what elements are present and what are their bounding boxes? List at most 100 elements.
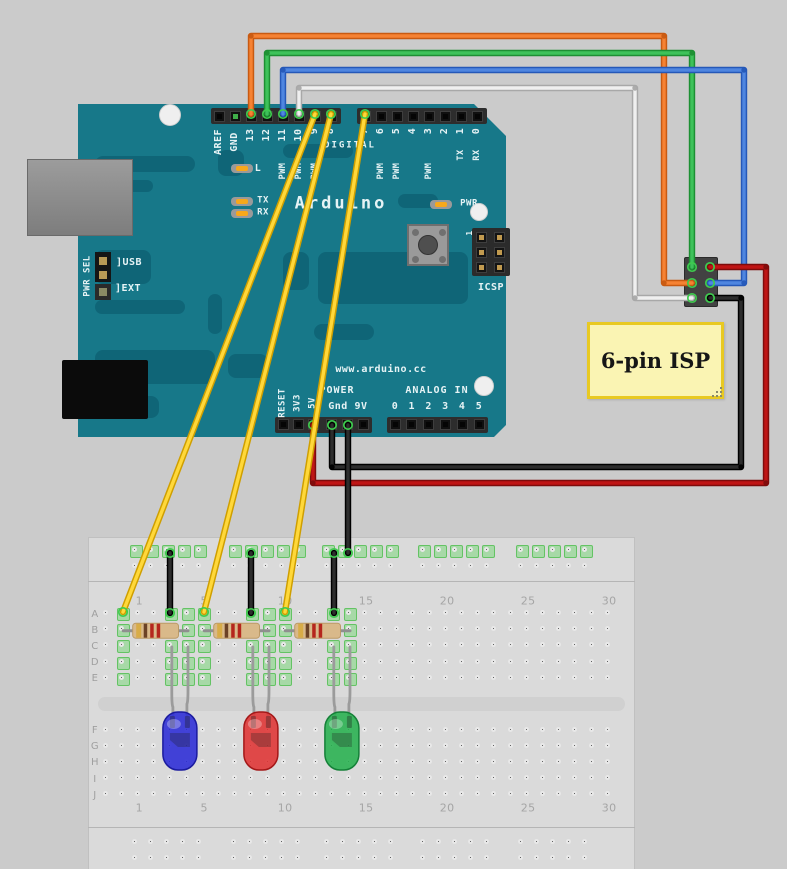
breadboard-hole[interactable] <box>264 626 270 632</box>
breadboard-hole[interactable] <box>313 758 319 764</box>
rail-hole[interactable] <box>468 563 474 568</box>
breadboard-hole[interactable] <box>572 626 578 632</box>
rail-hole[interactable] <box>230 563 236 568</box>
breadboard-hole[interactable] <box>248 726 254 732</box>
breadboard-hole[interactable] <box>296 726 302 732</box>
breadboard-hole[interactable] <box>572 758 578 764</box>
breadboard-hole[interactable] <box>491 791 497 797</box>
breadboard-hole[interactable] <box>296 758 302 764</box>
breadboard-hole[interactable] <box>183 642 189 648</box>
breadboard-hole[interactable] <box>491 775 497 781</box>
breadboard-hole[interactable] <box>264 791 270 797</box>
rail-hole[interactable] <box>163 839 169 844</box>
breadboard-hole[interactable] <box>215 674 221 680</box>
rail-hole[interactable] <box>533 547 539 552</box>
icsp-pin[interactable] <box>493 246 505 258</box>
rail-hole[interactable] <box>533 839 539 844</box>
breadboard-hole[interactable] <box>539 742 545 748</box>
breadboard-hole[interactable] <box>102 626 108 632</box>
header-pin[interactable] <box>439 419 451 430</box>
breadboard-hole[interactable] <box>588 626 594 632</box>
isp-pin[interactable] <box>707 280 715 288</box>
breadboard-hole[interactable] <box>215 791 221 797</box>
header-pin[interactable] <box>341 419 353 430</box>
breadboard-hole[interactable] <box>491 642 497 648</box>
breadboard-hole[interactable] <box>523 775 529 781</box>
breadboard-hole[interactable] <box>167 791 173 797</box>
breadboard-hole[interactable] <box>199 658 205 664</box>
rail-hole[interactable] <box>419 855 425 860</box>
breadboard-hole[interactable] <box>377 742 383 748</box>
rail-hole[interactable] <box>246 839 252 844</box>
breadboard-hole[interactable] <box>458 674 464 680</box>
breadboard-hole[interactable] <box>280 742 286 748</box>
rail-hole[interactable] <box>451 855 457 860</box>
breadboard-hole[interactable] <box>345 758 351 764</box>
rail-hole[interactable] <box>262 855 268 860</box>
rail-hole[interactable] <box>355 547 361 552</box>
breadboard-hole[interactable] <box>523 726 529 732</box>
breadboard-hole[interactable] <box>491 610 497 615</box>
breadboard-hole[interactable] <box>151 726 157 732</box>
header-pin[interactable] <box>325 110 337 122</box>
rail-hole[interactable] <box>566 547 572 552</box>
breadboard-hole[interactable] <box>588 658 594 664</box>
breadboard-hole[interactable] <box>296 610 302 615</box>
rail-hole[interactable] <box>419 547 425 552</box>
rail-hole[interactable] <box>435 855 441 860</box>
header-pin[interactable] <box>455 110 467 122</box>
rail-hole[interactable] <box>468 855 474 860</box>
breadboard-hole[interactable] <box>458 626 464 632</box>
breadboard-hole[interactable] <box>264 726 270 732</box>
breadboard-hole[interactable] <box>523 658 529 664</box>
breadboard-hole[interactable] <box>134 658 140 664</box>
breadboard-hole[interactable] <box>539 610 545 615</box>
rail-hole[interactable] <box>163 547 169 552</box>
breadboard-hole[interactable] <box>556 626 562 632</box>
breadboard-hole[interactable] <box>232 642 238 648</box>
breadboard-hole[interactable] <box>183 758 189 764</box>
header-pin[interactable] <box>293 110 305 122</box>
breadboard-hole[interactable] <box>167 742 173 748</box>
breadboard-hole[interactable] <box>313 726 319 732</box>
pwr-sel-pin-ext[interactable] <box>95 284 111 300</box>
breadboard-hole[interactable] <box>507 642 513 648</box>
breadboard-hole[interactable] <box>572 742 578 748</box>
breadboard-hole[interactable] <box>199 726 205 732</box>
breadboard-hole[interactable] <box>183 610 189 615</box>
breadboard-hole[interactable] <box>394 775 400 781</box>
isp-pin[interactable] <box>689 295 697 303</box>
isp-pin[interactable] <box>689 264 697 272</box>
breadboard-hole[interactable] <box>151 674 157 680</box>
breadboard-hole[interactable] <box>280 791 286 797</box>
breadboard-hole[interactable] <box>442 610 448 615</box>
rail-hole[interactable] <box>262 839 268 844</box>
breadboard-hole[interactable] <box>556 775 562 781</box>
breadboard-hole[interactable] <box>199 742 205 748</box>
breadboard-hole[interactable] <box>507 758 513 764</box>
breadboard-hole[interactable] <box>458 610 464 615</box>
breadboard-hole[interactable] <box>556 758 562 764</box>
breadboard-hole[interactable] <box>345 791 351 797</box>
breadboard-hole[interactable] <box>394 726 400 732</box>
breadboard-hole[interactable] <box>426 742 432 748</box>
breadboard-hole[interactable] <box>199 610 205 615</box>
breadboard-hole[interactable] <box>118 726 124 732</box>
breadboard-hole[interactable] <box>102 791 108 797</box>
breadboard-hole[interactable] <box>604 742 610 748</box>
breadboard-hole[interactable] <box>264 674 270 680</box>
breadboard-hole[interactable] <box>523 610 529 615</box>
breadboard-hole[interactable] <box>232 726 238 732</box>
rail-hole[interactable] <box>388 547 394 552</box>
rail-hole[interactable] <box>131 547 137 552</box>
breadboard-hole[interactable] <box>377 642 383 648</box>
breadboard-hole[interactable] <box>248 742 254 748</box>
breadboard-hole[interactable] <box>572 726 578 732</box>
reset-button[interactable] <box>407 224 449 266</box>
header-pin[interactable] <box>391 110 403 122</box>
breadboard-hole[interactable] <box>199 674 205 680</box>
breadboard-hole[interactable] <box>248 791 254 797</box>
breadboard-hole[interactable] <box>377 726 383 732</box>
header-pin[interactable] <box>277 110 289 122</box>
header-pin[interactable] <box>261 110 273 122</box>
